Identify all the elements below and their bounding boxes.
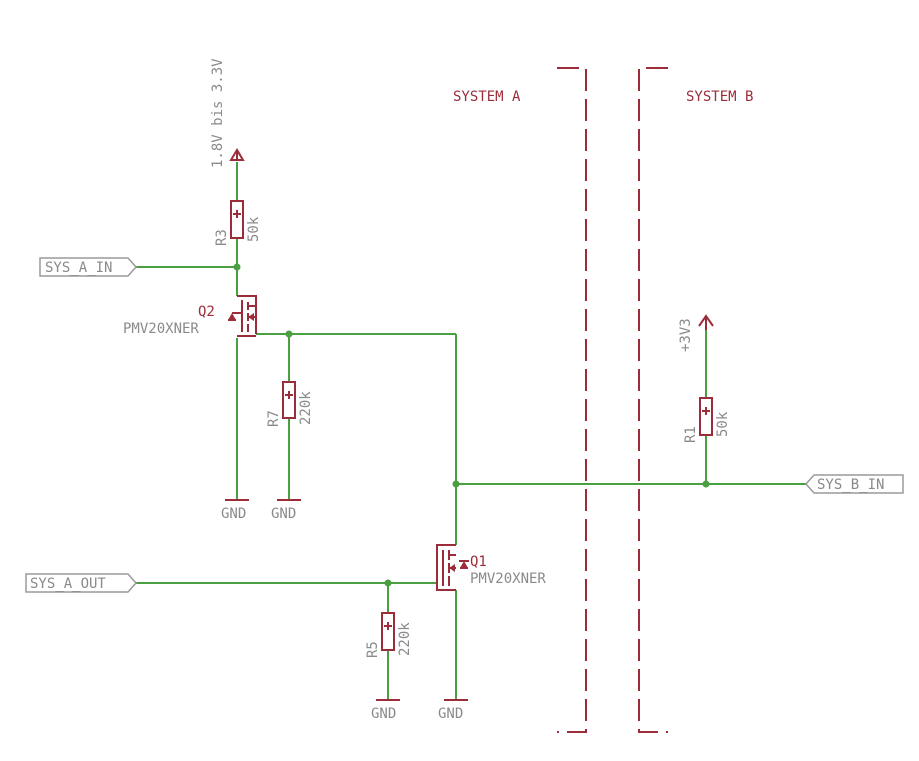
system-b-label: SYSTEM B	[686, 89, 753, 105]
r3-value: 50k	[246, 216, 262, 242]
system-b-boundary	[638, 67, 668, 733]
net-label-sys-b-in-text: SYS_B_IN	[817, 477, 884, 493]
system-a-boundary	[557, 67, 587, 733]
system-a-label: SYSTEM A	[453, 89, 521, 105]
junctions	[233, 263, 710, 587]
r7-ref: R7	[266, 410, 282, 427]
resistor-r7-icon	[282, 381, 296, 419]
mosfet-q2-icon	[228, 295, 257, 337]
net-label-sys-a-in-text: SYS_A_IN	[45, 260, 112, 276]
r7-value: 220k	[298, 391, 314, 425]
net-label-sys-b-in: SYS_B_IN	[804, 474, 904, 494]
r5-value: 220k	[397, 622, 413, 656]
net-label-sys-a-out-text: SYS_A_OUT	[30, 576, 106, 592]
r1-value: 50k	[715, 411, 731, 437]
r1-ref: R1	[683, 426, 699, 443]
supply-triangle-icon	[229, 148, 245, 161]
ground-icon	[225, 499, 468, 701]
r3-ref: R3	[214, 229, 230, 246]
net-label-sys-a-in: SYS_A_IN	[39, 257, 138, 277]
r5-ref: R5	[365, 641, 381, 658]
gnd-label-r7: GND	[271, 506, 296, 522]
supply-a-label: 1.8V bis 3.3V	[210, 58, 226, 168]
wires	[136, 162, 806, 700]
gnd-label-r5: GND	[371, 706, 396, 722]
q2-part: PMV20XNER	[123, 321, 199, 337]
mosfet-q1-icon	[436, 544, 469, 591]
resistor-r1-icon	[699, 397, 713, 436]
q1-ref: Q1	[470, 554, 487, 570]
net-label-sys-a-out: SYS_A_OUT	[25, 573, 138, 593]
resistor-r5-icon	[381, 612, 395, 651]
supply-arrow-icon	[698, 314, 714, 330]
gnd-label-q1: GND	[438, 706, 463, 722]
q1-part: PMV20XNER	[470, 571, 546, 587]
supply-b-label: +3V3	[678, 318, 694, 352]
q2-ref: Q2	[198, 304, 215, 320]
gnd-label-q2: GND	[221, 506, 246, 522]
resistor-r3-icon	[230, 200, 244, 239]
